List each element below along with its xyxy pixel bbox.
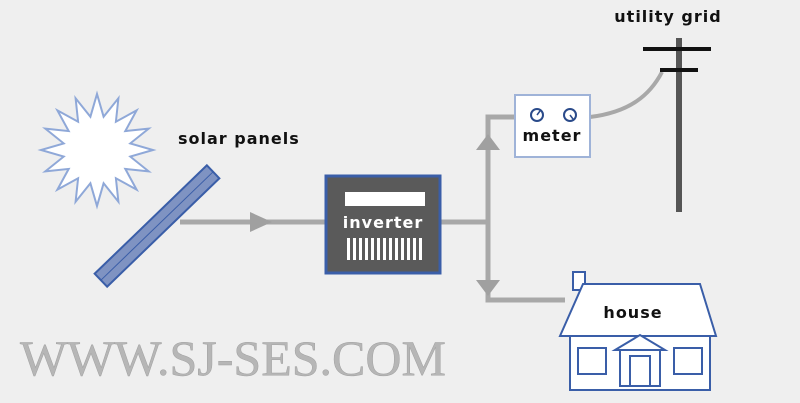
vent-bar <box>359 238 362 260</box>
inverter-vent-icon <box>347 238 422 260</box>
arrow-right-icon <box>250 212 272 232</box>
vent-bar <box>395 238 398 260</box>
inverter-box: inverter <box>324 174 442 275</box>
vent-bar <box>419 238 422 260</box>
vent-bar <box>389 238 392 260</box>
vent-bar <box>401 238 404 260</box>
vent-bar <box>383 238 386 260</box>
arrow-up-icon <box>476 134 500 150</box>
utility-grid-label: utility grid <box>614 7 721 26</box>
vent-bar <box>413 238 416 260</box>
solar-panels-label: solar panels <box>178 129 300 148</box>
watermark: WWW.SJ-SES.COM <box>20 330 446 386</box>
vent-bar <box>353 238 356 260</box>
vent-bar <box>347 238 350 260</box>
meter-label: meter <box>523 126 582 145</box>
dial-icon <box>530 108 544 122</box>
vent-bar <box>371 238 374 260</box>
vent-bar <box>365 238 368 260</box>
house-label: house <box>603 303 662 322</box>
flow-arrows <box>250 134 500 296</box>
house-icon <box>558 271 718 391</box>
meter-box: meter <box>514 94 591 158</box>
dial-icon <box>563 108 577 122</box>
vent-bar <box>377 238 380 260</box>
utility-pole-icon <box>643 38 711 212</box>
vent-bar <box>407 238 410 260</box>
solar-panel-icon <box>93 163 221 289</box>
inverter-label: inverter <box>343 213 423 232</box>
sun-icon <box>37 90 157 210</box>
arrow-down-icon <box>476 280 500 296</box>
